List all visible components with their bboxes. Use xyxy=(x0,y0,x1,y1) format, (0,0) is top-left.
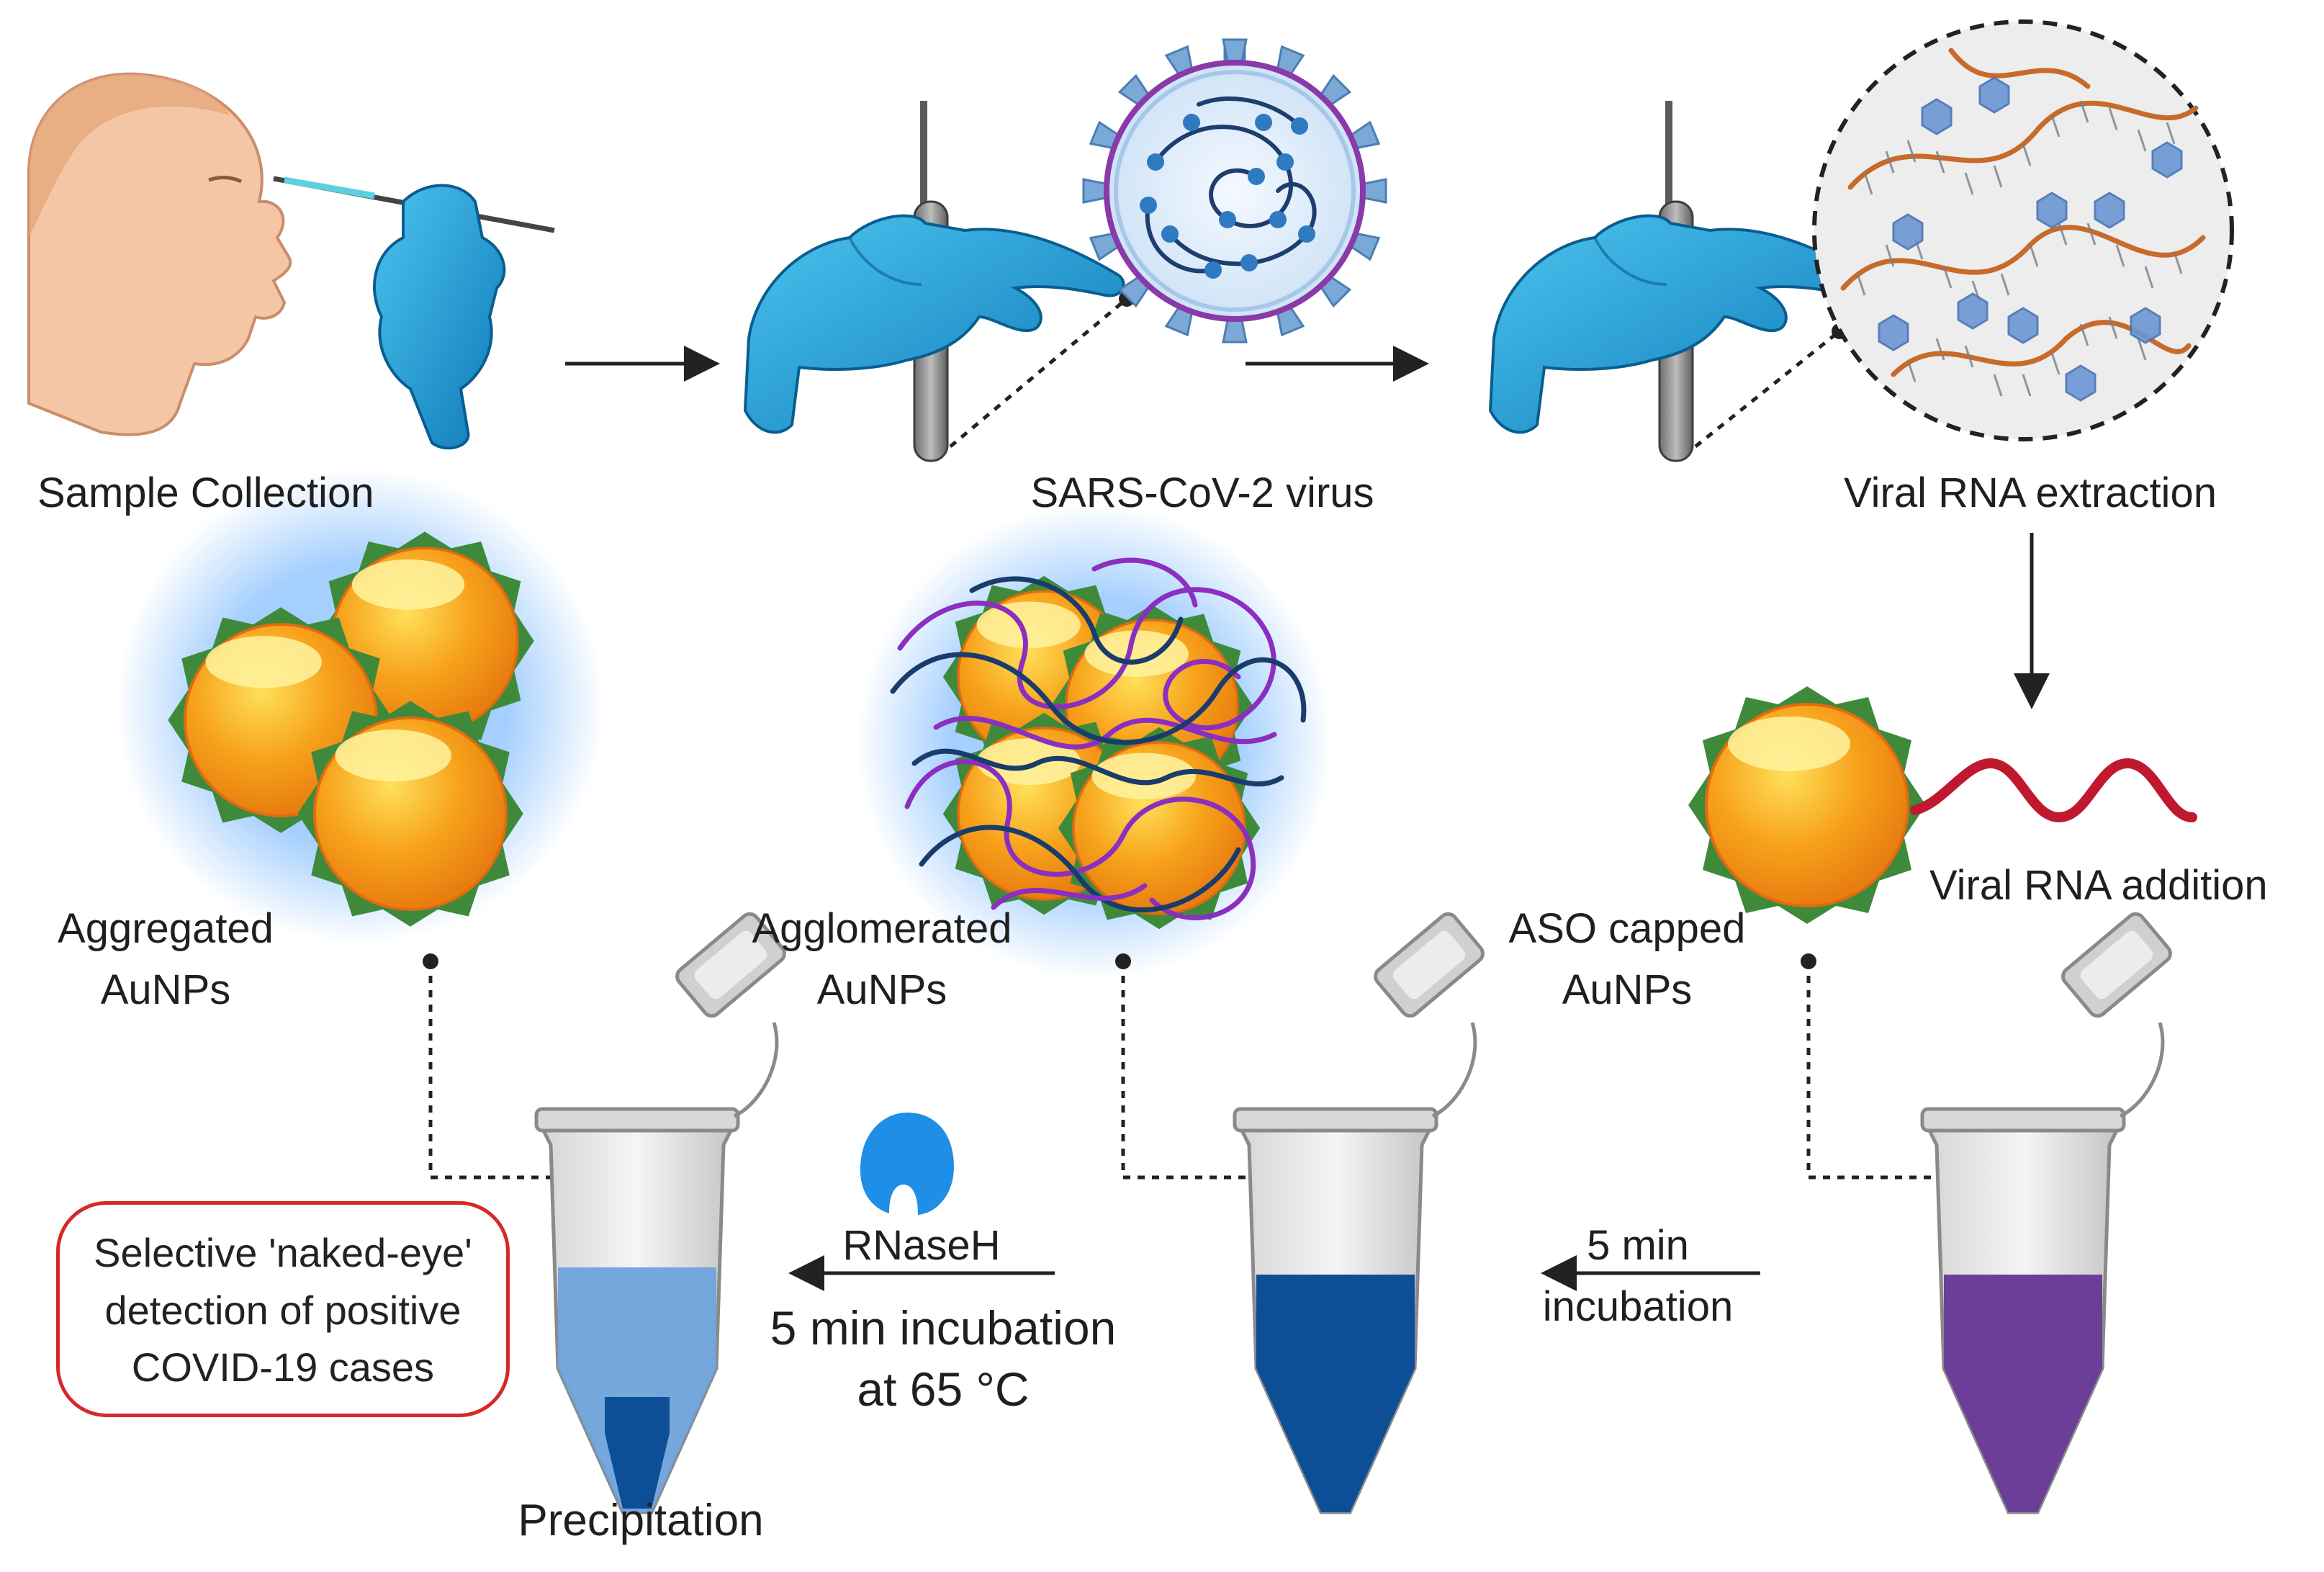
label-aso-2: AuNPs xyxy=(1562,966,1693,1013)
label-agglomerated-2: AuNPs xyxy=(816,966,947,1013)
label-precipitation: Precipitation xyxy=(518,1496,764,1545)
virus-connector xyxy=(949,297,1128,448)
label-sars-virus: SARS-CoV-2 virus xyxy=(1030,470,1374,516)
label-incubation-65-2: at 65 °C xyxy=(857,1362,1030,1416)
result-text: Selective 'naked-eye' detection of posit… xyxy=(56,1224,510,1396)
result-box xyxy=(56,1201,510,1417)
label-agglomerated-1: Agglomerated xyxy=(752,905,1012,952)
rna-connector xyxy=(1694,330,1841,448)
label-aso-1: ASO capped xyxy=(1508,905,1746,952)
agglomerated-aunps-icon xyxy=(857,504,1332,979)
label-viral-rna-addition: Viral RNA addition xyxy=(1929,862,2268,909)
connector-aggregated xyxy=(428,961,554,1180)
rna-icon xyxy=(1910,758,2197,823)
microtube-icon xyxy=(1922,910,2174,1512)
label-incubation-5-1: 5 min xyxy=(1587,1222,1689,1269)
connector-agglomerated xyxy=(1121,961,1246,1180)
rnaseh-enzyme-icon xyxy=(860,1113,954,1215)
label-incubation-5-2: incubation xyxy=(1542,1283,1734,1330)
microtube-icon xyxy=(536,910,788,1512)
patient-swab-icon xyxy=(27,72,555,450)
rna-extraction-icon xyxy=(1812,19,2234,441)
label-rnaseh: RNaseH xyxy=(842,1222,1001,1269)
label-aggregated-1: Aggregated xyxy=(58,905,274,952)
result-line-3: COVID-19 cases xyxy=(131,1344,435,1391)
microtube-icon xyxy=(1235,910,1486,1512)
virus-icon xyxy=(1082,38,1387,343)
label-viral-rna-extraction: Viral RNA extraction xyxy=(1844,470,2217,516)
aggregated-aunps-icon xyxy=(115,468,605,943)
result-line-1: Selective 'naked-eye' xyxy=(94,1230,472,1275)
label-incubation-65-1: 5 min incubation xyxy=(770,1301,1117,1355)
gloved-hand-tube-icon xyxy=(1489,99,1870,462)
gloved-hand-tube-icon xyxy=(744,99,1125,462)
connector-aso xyxy=(1806,961,1940,1180)
label-aggregated-2: AuNPs xyxy=(100,966,231,1013)
result-line-2: detection of positive xyxy=(104,1287,461,1333)
aso-capped-aunp-icon xyxy=(1687,685,1927,925)
label-sample-collection: Sample Collection xyxy=(37,470,374,516)
